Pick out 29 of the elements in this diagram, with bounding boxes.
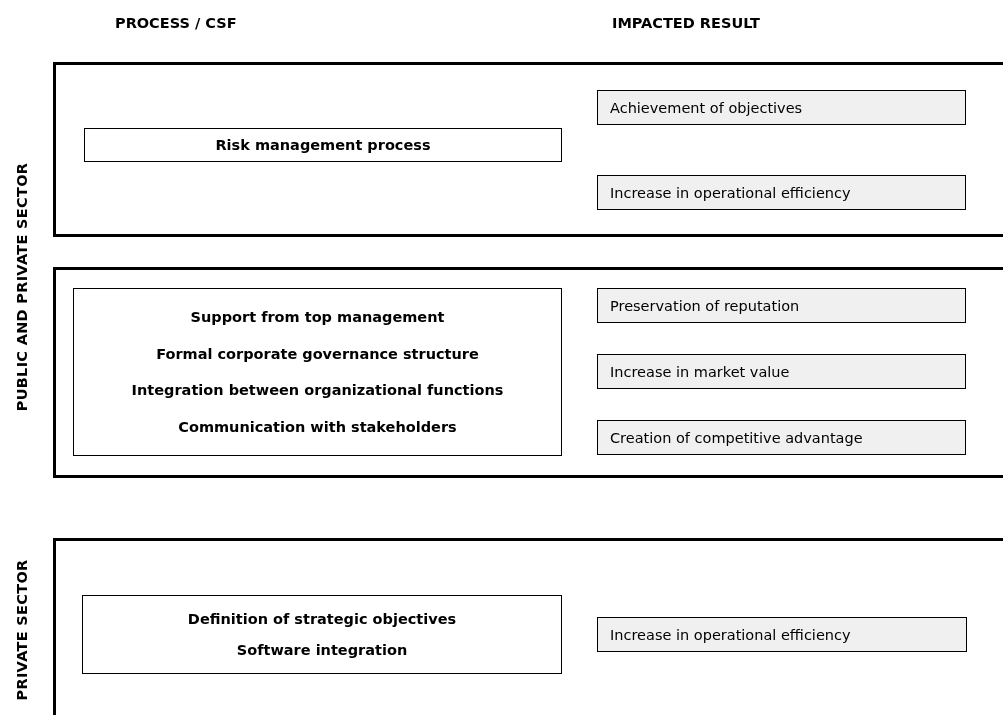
sector-band	[53, 62, 1003, 237]
process-text: Integration between organizational functions	[131, 382, 504, 399]
process-text: Formal corporate governance structure	[156, 345, 479, 362]
column-heading: PROCESS / CSF	[115, 15, 237, 31]
result-box	[597, 175, 966, 210]
sector-label: PRIVATE SECTOR	[14, 559, 30, 701]
result-box	[597, 420, 966, 455]
process-box	[84, 128, 562, 162]
column-heading: IMPACTED RESULT	[612, 15, 760, 31]
process-text: Support from top management	[190, 309, 445, 326]
sector-band	[53, 267, 1003, 478]
result-box	[597, 288, 966, 323]
process-text: Communication with stakeholders	[178, 418, 457, 435]
result-text: Increase in operational efficiency	[610, 184, 851, 201]
process-text: Risk management process	[215, 137, 431, 153]
process-box	[82, 595, 562, 674]
sector-band	[53, 538, 1003, 715]
result-box	[597, 90, 966, 125]
result-text: Increase in market value	[610, 363, 790, 380]
result-text: Creation of competitive advantage	[610, 429, 863, 446]
process-text: Definition of strategic objectives	[187, 611, 457, 627]
result-box	[597, 354, 966, 389]
result-text: Achievement of objectives	[610, 99, 803, 116]
result-text: Increase in operational efficiency	[610, 626, 851, 643]
result-box	[597, 617, 967, 652]
process-text: Software integration	[236, 642, 408, 658]
process-box	[73, 288, 562, 456]
sector-label: PUBLIC AND PRIVATE SECTOR	[14, 162, 30, 412]
result-text: Preservation of reputation	[610, 297, 800, 314]
